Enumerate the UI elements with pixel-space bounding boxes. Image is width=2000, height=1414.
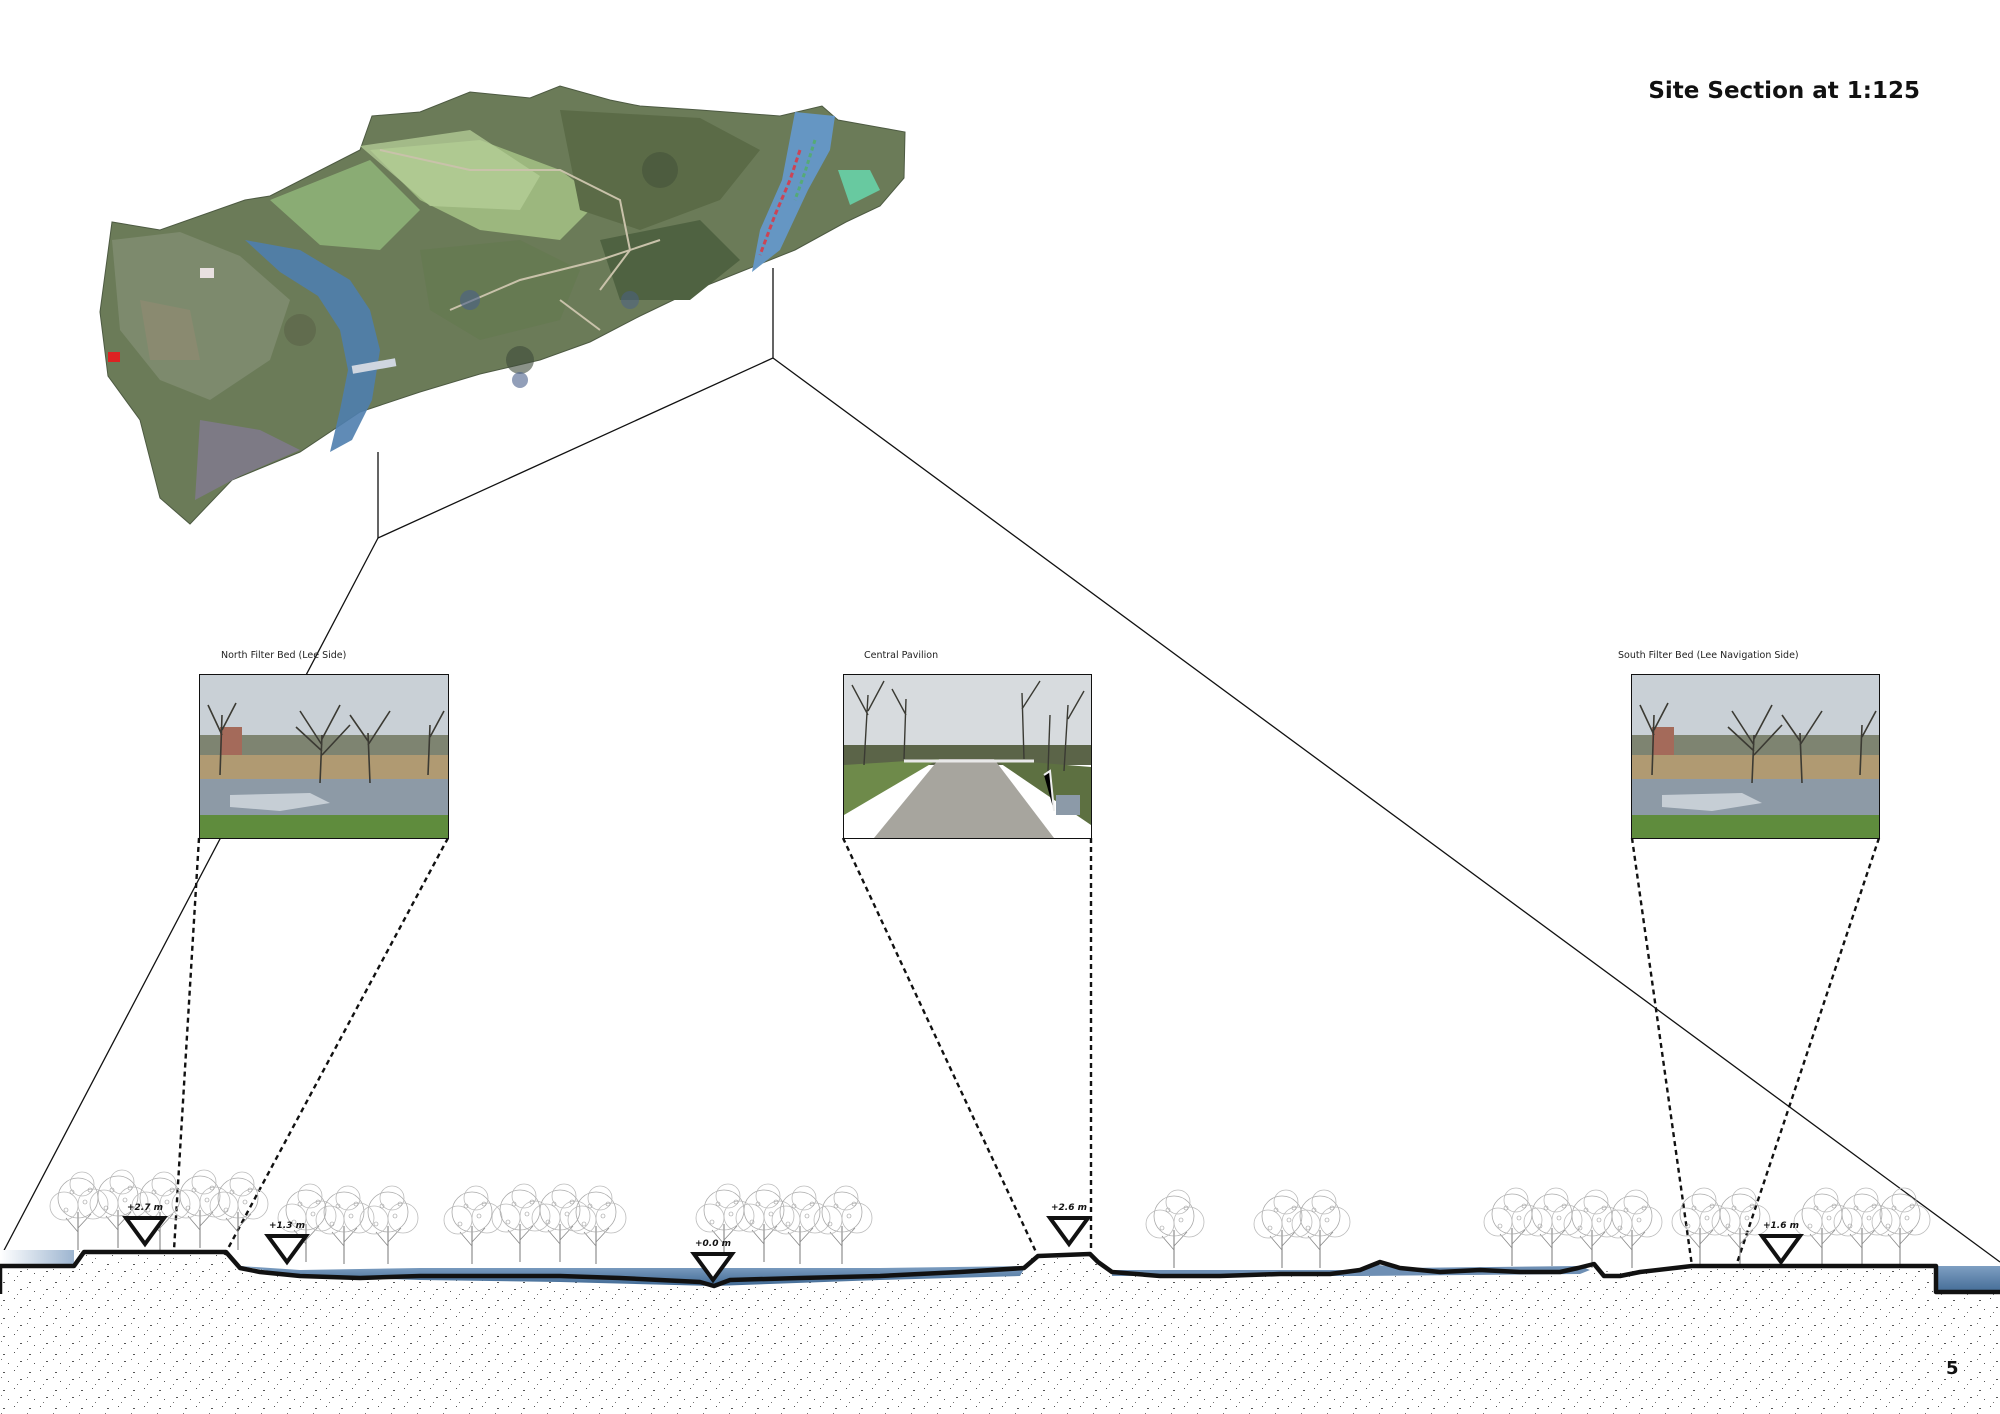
photo-caption-central: Central Pavilion (864, 650, 939, 661)
photo-caption-south: South Filter Bed (Lee Navigation Side) (1618, 650, 1799, 661)
aerial-site-model (99, 85, 906, 525)
level-marker-south-bed: +1.6 m (1758, 1221, 1804, 1266)
level-label: +2.7 m (127, 1203, 163, 1213)
level-marker-north-bed: +1.3 m (264, 1221, 310, 1266)
drawing-title: Site Section at 1:125 (1648, 78, 1920, 104)
level-marker-pavilion: +2.6 m (1046, 1203, 1092, 1248)
leader-lines (0, 268, 2000, 1263)
level-marker-north-bank: +2.7 m (122, 1203, 168, 1248)
photo-north-filter-bed (199, 674, 449, 839)
photo-connectors (172, 837, 1881, 1267)
photo-central-pavilion (843, 674, 1092, 839)
level-label: +1.3 m (269, 1221, 305, 1231)
level-label: +0.0 m (695, 1239, 731, 1249)
tree-elevations (49, 1169, 1931, 1269)
level-label: +2.6 m (1051, 1203, 1087, 1213)
level-label: +1.6 m (1763, 1221, 1799, 1231)
section-ground (0, 1249, 2000, 1414)
level-marker-water: +0.0 m (690, 1239, 736, 1284)
photo-caption-north: North Filter Bed (Lee Side) (221, 650, 347, 661)
photo-south-filter-bed (1631, 674, 1880, 839)
page-number: 5 (1946, 1358, 1959, 1379)
level-markers: +2.7 m +1.3 m +0.0 m +2.6 m +1.6 m (122, 1203, 1804, 1284)
